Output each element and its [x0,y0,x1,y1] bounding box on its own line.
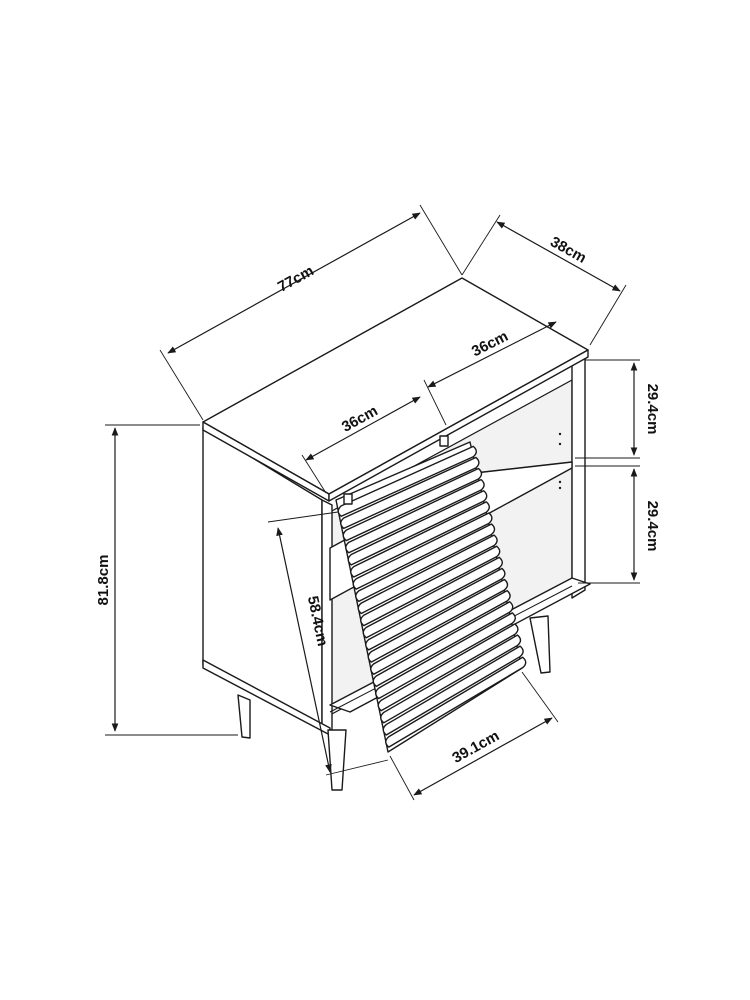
right-side-panel [571,351,586,599]
upper-compartment-label: 29.4cm [644,384,661,435]
door-slat [375,612,516,700]
door-slat [347,490,488,566]
lower-compartment-label: 29.4cm [644,501,661,552]
door-slat [355,523,496,603]
door-slat [365,567,506,651]
door-slat [350,501,490,578]
door-slat [380,634,522,724]
legs [237,615,551,791]
door-slat [362,556,503,639]
door-slat [377,623,519,712]
leg-front-right [327,729,347,791]
door-slat [372,601,514,688]
hinge-top [343,493,353,505]
door-slat [370,589,511,675]
door-slat [340,456,480,530]
door-slat [382,645,524,736]
height-label: 81.8cm [95,555,112,606]
door-slat [342,467,483,542]
door-slat [360,545,501,627]
hinge-upper [439,435,449,447]
door-slat [352,512,493,590]
door-slat [345,478,485,554]
top-panel-edge-right [328,349,589,502]
door-slat [357,534,498,615]
leg-front-left [237,694,251,739]
leg-back-right [529,615,551,674]
door-slat [367,578,509,663]
width-label: 77cm [275,262,317,295]
door-slat [337,445,477,517]
slatted-door [335,435,527,753]
